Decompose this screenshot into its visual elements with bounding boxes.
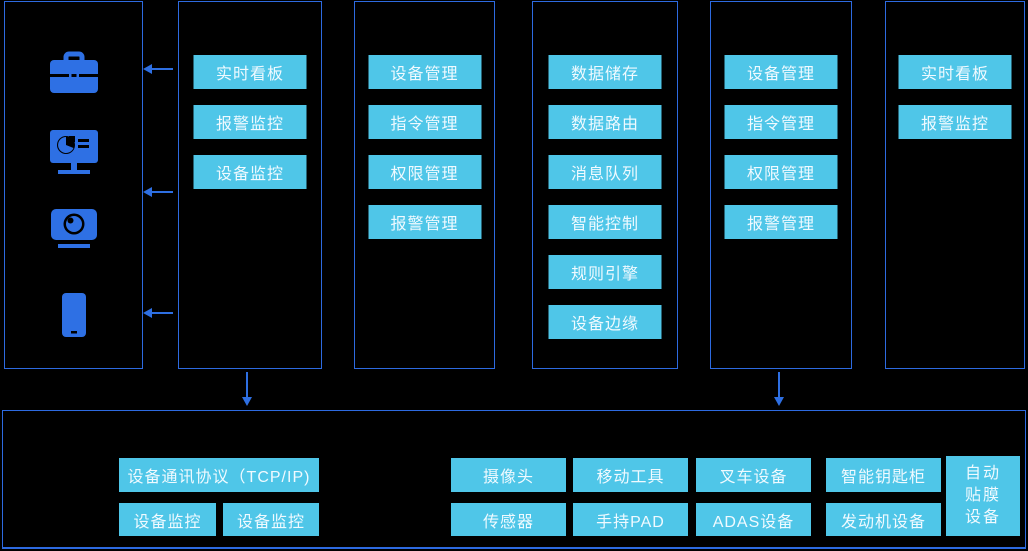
module-box: 设备监控	[193, 155, 307, 189]
panel-monitoring-left: 实时看板 报警监控 设备监控	[178, 1, 322, 369]
module-box: 设备管理	[368, 55, 481, 89]
device-box: 移动工具	[573, 458, 688, 492]
device-box: 摄像头	[451, 458, 566, 492]
panel-client-terminals	[4, 1, 143, 369]
module-box: 指令管理	[368, 105, 481, 139]
device-box: 智能钥匙柜	[826, 458, 941, 492]
device-box: 传感器	[451, 503, 566, 536]
module-box: 实时看板	[898, 55, 1012, 89]
module-box: 设备边缘	[548, 305, 662, 339]
module-box: 智能控制	[548, 205, 662, 239]
device-box-line: 自动	[964, 465, 1001, 482]
module-box: 指令管理	[724, 105, 838, 139]
module-box: 数据路由	[548, 105, 662, 139]
module-box: 消息队列	[548, 155, 662, 189]
panel-monitoring-right: 实时看板 报警监控	[885, 1, 1025, 369]
briefcase-icon	[49, 51, 98, 93]
module-box: 规则引擎	[548, 255, 662, 289]
arrow-left-icon	[143, 63, 173, 75]
module-box: 实时看板	[193, 55, 307, 89]
panel-core-services: 数据储存 数据路由 消息队列 智能控制 规则引擎 设备边缘	[532, 1, 678, 369]
device-box: ADAS设备	[696, 503, 811, 536]
panel-management-left: 设备管理 指令管理 权限管理 报警管理	[354, 1, 495, 369]
device-box: 叉车设备	[696, 458, 811, 492]
device-box: 设备监控	[223, 503, 319, 536]
phone-icon	[61, 293, 86, 337]
module-box: 报警管理	[368, 205, 481, 239]
panel-management-right: 设备管理 指令管理 权限管理 报警管理	[710, 1, 852, 369]
module-box: 权限管理	[724, 155, 838, 189]
device-box: 手持PAD	[573, 503, 688, 536]
module-box: 设备管理	[724, 55, 838, 89]
arrow-left-icon	[143, 186, 173, 198]
protocol-box: 设备通讯协议（TCP/IP)	[119, 458, 319, 492]
device-box-line: 贴膜	[964, 487, 1001, 504]
module-box: 报警监控	[193, 105, 307, 139]
panel-devices: 设备通讯协议（TCP/IP) 设备监控 设备监控 摄像头 移动工具 叉车设备 智…	[2, 410, 1026, 549]
device-box: 发动机设备	[826, 503, 941, 536]
module-box: 数据储存	[548, 55, 662, 89]
camera-icon	[50, 209, 97, 251]
module-box: 报警监控	[898, 105, 1012, 139]
arrow-down-icon	[773, 372, 785, 406]
module-box: 报警管理	[724, 205, 838, 239]
device-box: 设备监控	[119, 503, 216, 536]
device-box-line: 设备	[964, 509, 1001, 526]
device-box-tall: 自动 贴膜 设备	[946, 456, 1020, 536]
arrow-down-icon	[241, 372, 253, 406]
module-box: 权限管理	[368, 155, 481, 189]
dashboard-monitor-icon	[49, 130, 98, 176]
arrow-left-icon	[143, 307, 173, 319]
